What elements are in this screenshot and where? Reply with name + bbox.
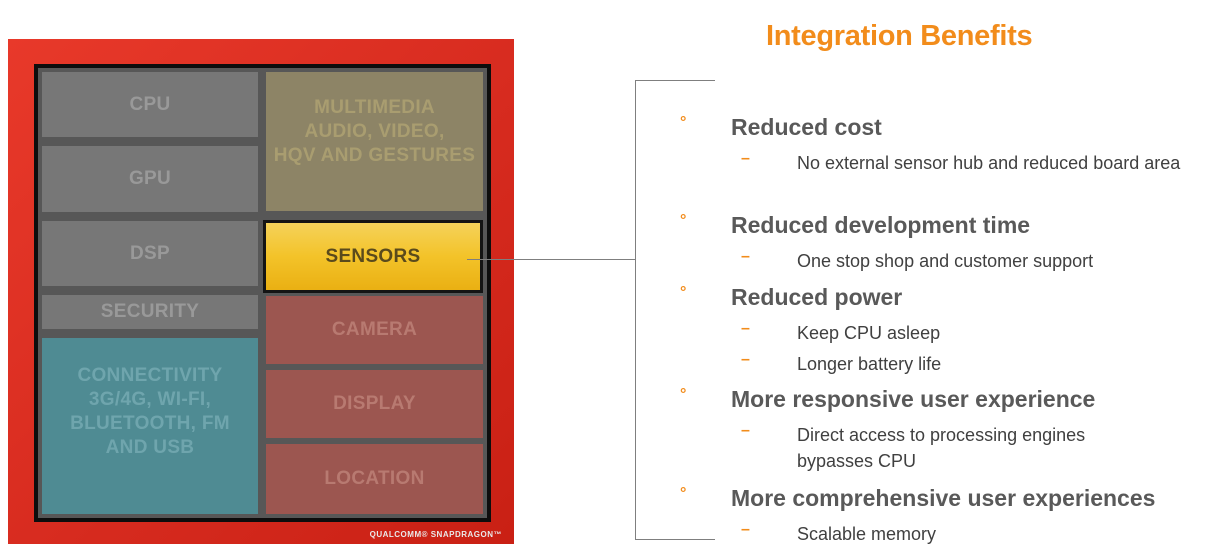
benefits-bracket: [635, 80, 715, 540]
benefit-heading: More responsive user experience: [731, 386, 1096, 412]
benefit-detail: Keep CPU asleep: [797, 323, 941, 343]
sub-bullet-icon: –: [741, 422, 750, 439]
block-connectivity: CONNECTIVITY 3G/4G, WI-FI, BLUETOOTH, FM…: [42, 338, 258, 514]
benefit-heading: Reduced cost: [731, 114, 882, 140]
block-display: DISPLAY: [266, 370, 483, 438]
chip-die: CPU GPU DSP SECURITY CONNECTIVITY 3G/4G,…: [34, 64, 491, 522]
bullet-icon: °: [680, 114, 687, 131]
block-camera: CAMERA: [266, 296, 483, 364]
benefit-detail: Longer battery life: [797, 354, 942, 374]
benefit-heading: More comprehensive user experiences: [731, 485, 1156, 511]
bullet-icon: °: [680, 284, 687, 301]
block-security: SECURITY: [42, 295, 258, 329]
sub-bullet-icon: –: [741, 248, 750, 265]
block-dsp: DSP: [42, 221, 258, 286]
snapdragon-chip-diagram: CPU GPU DSP SECURITY CONNECTIVITY 3G/4G,…: [8, 39, 514, 544]
bullet-icon: °: [680, 212, 687, 229]
benefit-detail: One stop shop and customer support: [797, 251, 1094, 271]
page-title: Integration Benefits: [766, 20, 1033, 52]
qualcomm-snapdragon-logo: QUALCOMM® SNAPDRAGON™: [369, 530, 502, 539]
block-cpu: CPU: [42, 72, 258, 137]
sub-bullet-icon: –: [741, 351, 750, 368]
block-gpu: GPU: [42, 146, 258, 212]
bullet-icon: °: [680, 485, 687, 502]
block-sensors: SENSORS: [263, 220, 483, 293]
sub-bullet-icon: –: [741, 320, 750, 337]
bullet-icon: °: [680, 386, 687, 403]
benefit-heading: Reduced power: [731, 284, 903, 310]
sub-bullet-icon: –: [741, 521, 750, 538]
benefit-detail: Scalable memory: [797, 524, 937, 544]
sensors-connector-line: [467, 259, 635, 260]
benefit-detail: Direct access to processing engines bypa…: [797, 425, 1086, 471]
benefit-detail: No external sensor hub and reduced board…: [797, 153, 1181, 173]
block-location: LOCATION: [266, 444, 483, 514]
benefit-heading: Reduced development time: [731, 212, 1031, 238]
sub-bullet-icon: –: [741, 150, 750, 167]
block-multimedia: MULTIMEDIA AUDIO, VIDEO, HQV AND GESTURE…: [266, 72, 483, 211]
